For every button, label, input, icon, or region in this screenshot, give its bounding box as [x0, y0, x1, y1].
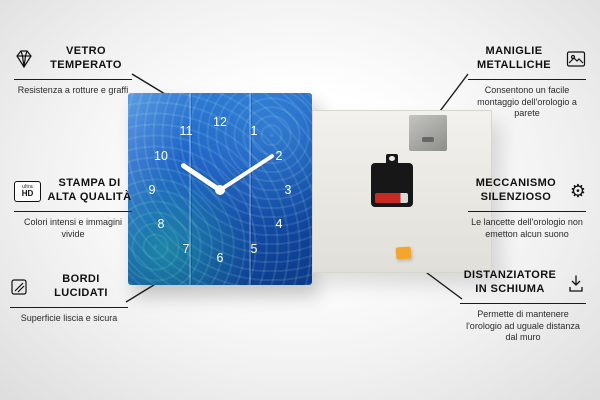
callout-desc: Consentono un facile montaggio dell'orol… — [477, 85, 577, 119]
clock-number-2: 2 — [275, 149, 283, 163]
ultra-hd-icon: ultra HD — [14, 180, 41, 202]
clock-number-12: 12 — [213, 115, 227, 129]
callout-desc: Resistenza a rotture e graffi — [17, 85, 129, 95]
clock-number-5: 5 — [250, 242, 258, 256]
callout-header: MANIGLIE METALLICHE — [468, 44, 586, 80]
polished-edge-icon-svg — [11, 279, 27, 295]
callout-title: DISTANZIATORE IN SCHIUMA — [463, 269, 557, 295]
callout-stampa-alta-qualita: ultra HD STAMPA DI ALTA QUALITÀ Colori i… — [14, 176, 132, 240]
callout-title: MECCANISMO SILENZIOSO — [475, 177, 557, 203]
clock-number-10: 10 — [154, 149, 168, 163]
clock-back-panel — [312, 110, 492, 273]
callout-header: MECCANISMO SILENZIOSO ⚙ — [468, 176, 586, 212]
clock-number-8: 8 — [157, 217, 165, 231]
clock-number-9: 9 — [148, 183, 156, 197]
mechanism-hook — [386, 154, 398, 165]
callout-vetro-temperato: VETRO TEMPERATO Resistenza a rotture e g… — [14, 44, 132, 97]
foam-spacer — [395, 246, 412, 260]
clock-number-4: 4 — [275, 217, 283, 231]
metal-mount-icon-svg — [566, 51, 586, 67]
callout-header: BORDI LUCIDATI — [10, 272, 128, 308]
callout-header: ultra HD STAMPA DI ALTA QUALITÀ — [14, 176, 132, 212]
metal-mount-icon — [566, 50, 586, 68]
callout-bordi-lucidati: BORDI LUCIDATI Superficie liscia e sicur… — [10, 272, 128, 325]
callout-desc: Colori intensi e immagini vivide — [23, 217, 123, 239]
hook-hole — [389, 156, 395, 161]
clock-number-1: 1 — [250, 124, 258, 138]
clock-front: 12 1 2 3 4 5 6 7 8 9 10 11 — [128, 93, 312, 285]
diamond-icon-svg — [16, 50, 32, 69]
callout-header: VETRO TEMPERATO — [14, 44, 132, 80]
battery — [375, 193, 408, 203]
callout-maniglie-metalliche: MANIGLIE METALLICHE Consentono un facile… — [468, 44, 586, 120]
diamond-icon — [14, 49, 34, 69]
clock-number-7: 7 — [182, 242, 190, 256]
callout-title: STAMPA DI ALTA QUALITÀ — [47, 177, 132, 203]
ultra-hd-badge-bottom: HD — [21, 188, 34, 198]
callout-header: DISTANZIATORE IN SCHIUMA — [460, 268, 586, 304]
clock-mechanism — [371, 154, 413, 207]
ultra-hd-badge: ultra HD — [14, 180, 41, 202]
spacer-arrow-icon-svg — [569, 275, 583, 292]
callout-distanziatore-schiuma: DISTANZIATORE IN SCHIUMA Permette di man… — [460, 268, 586, 344]
glass-seam — [249, 93, 252, 285]
spacer-arrow-icon — [566, 274, 586, 293]
polished-edge-icon — [10, 278, 28, 296]
callout-desc: Permette di mantenere l'orologio ad ugua… — [466, 309, 580, 343]
metal-hanger-plate — [409, 115, 447, 151]
clock-number-3: 3 — [284, 183, 292, 197]
callout-meccanismo-silenzioso: MECCANISMO SILENZIOSO ⚙ Le lancette dell… — [468, 176, 586, 240]
clock-number-6: 6 — [216, 251, 224, 265]
ultra-hd-badge-top: ultra — [22, 183, 33, 190]
callout-title: MANIGLIE METALLICHE — [476, 45, 552, 71]
callout-title: VETRO TEMPERATO — [50, 45, 122, 71]
callout-desc: Superficie liscia e sicura — [20, 313, 118, 323]
glass-seam — [188, 93, 191, 285]
callout-desc: Le lancette dell'orologio non emetton al… — [471, 217, 583, 239]
hanger-slot — [422, 137, 434, 142]
clock-number-11: 11 — [179, 124, 193, 138]
clock-center-cap — [215, 185, 225, 195]
callout-title: BORDI LUCIDATI — [54, 273, 108, 299]
gear-icon: ⚙ — [569, 181, 586, 201]
